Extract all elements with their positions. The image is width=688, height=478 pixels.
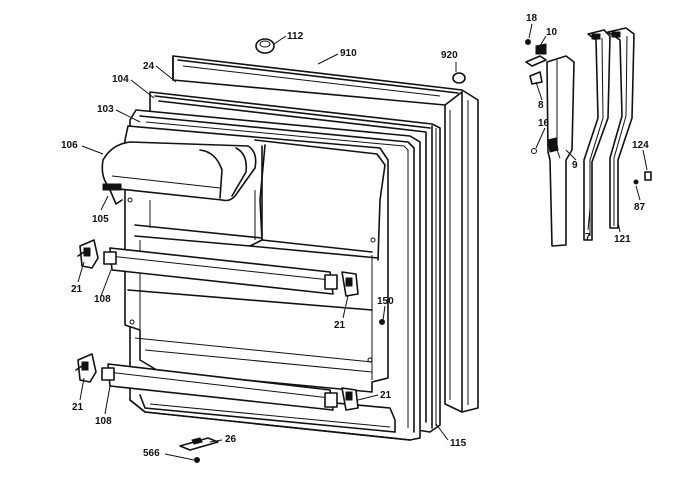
label-103: 103 (97, 104, 114, 115)
label-112: 112 (287, 31, 304, 42)
label-105: 105 (92, 214, 109, 225)
label-106: 106 (61, 140, 78, 151)
shelf-bracket-lower-right (341, 387, 359, 411)
label-10: 10 (546, 27, 558, 38)
label-9: 9 (572, 160, 578, 171)
label-21-upper-left: 21 (71, 284, 83, 295)
label-108-lower: 108 (95, 416, 112, 427)
label-18: 18 (526, 13, 538, 24)
hinge-plug (452, 72, 466, 84)
label-124: 124 (632, 140, 649, 151)
handle-mount (546, 55, 575, 247)
hinge-bar-7 (583, 29, 611, 241)
label-910: 910 (340, 48, 357, 59)
outer-door-panel (172, 55, 479, 413)
screw-87 (633, 179, 639, 185)
shelf-bar-lower (101, 363, 338, 411)
label-8: 8 (538, 100, 544, 111)
label-26: 26 (225, 434, 237, 445)
screw (194, 457, 200, 463)
label-566: 566 (143, 448, 160, 459)
door-clip (379, 319, 385, 325)
leader-lines (77, 23, 648, 461)
small-screw-18 (525, 39, 531, 45)
label-21-lower-left: 21 (72, 402, 84, 413)
part-labels: 112 910 920 24 104 103 106 105 21 108 21… (61, 13, 649, 459)
clip-8 (529, 71, 543, 85)
label-24: 24 (143, 61, 155, 72)
washer-16 (531, 148, 537, 154)
shelf-bracket-upper-right (341, 271, 359, 297)
label-21-lower-right: 21 (380, 390, 392, 401)
spacer-part (179, 437, 219, 451)
dairy-compartment-door (101, 141, 257, 205)
hinge-pin-10 (525, 43, 547, 67)
door-plug-button (255, 38, 275, 54)
label-87: 87 (634, 202, 646, 213)
label-121: 121 (614, 234, 631, 245)
shelf-bar-upper (103, 247, 338, 295)
label-21-upper-right: 21 (334, 320, 346, 331)
label-7: 7 (585, 232, 591, 243)
label-16: 16 (538, 118, 550, 129)
label-920: 920 (441, 50, 458, 61)
shelf-bracket-upper-left (77, 239, 99, 269)
shelf-bracket-lower-left (75, 353, 97, 383)
label-150: 150 (377, 296, 394, 307)
label-115: 115 (450, 438, 467, 449)
hinge-bar-121 (607, 27, 635, 229)
label-108-upper: 108 (94, 294, 111, 305)
cap-124 (644, 171, 652, 181)
label-104: 104 (112, 74, 129, 85)
